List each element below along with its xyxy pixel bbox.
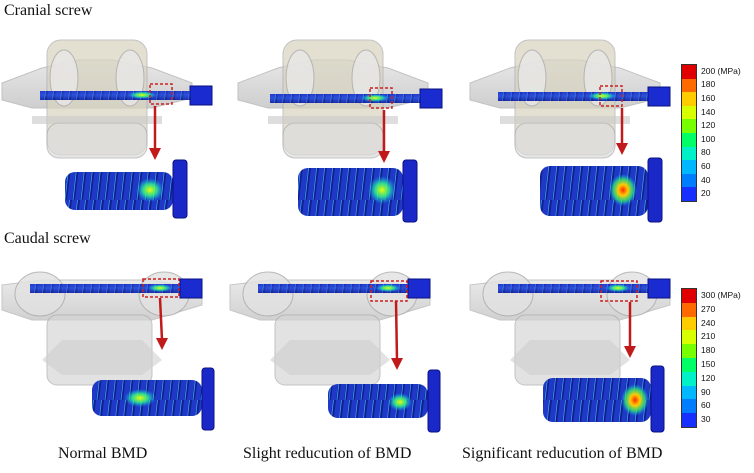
stress-scale-caudal-label: 240 [701,317,716,328]
stress-scale-cranial-label: 100 [701,133,716,144]
stress-scale-cranial-swatch [682,119,696,133]
stress-scale-cranial-label: 80 [701,147,711,158]
stress-scale-cranial-label: 60 [701,161,711,171]
stress-scale-caudal-swatch [682,399,696,414]
stress-scale-caudal-swatch [682,330,696,345]
cranial-closeup-slight [298,159,418,223]
stress-scale-caudal-swatch [682,371,696,386]
cranial-closeup-significant [540,157,663,223]
stress-scale-caudal-swatch [682,385,696,400]
stress-scale-cranial-swatch [682,92,696,106]
stress-scale-caudal-label: 300 (MPa) [701,289,741,300]
stress-scale-cranial-label: 120 [701,120,716,131]
row-title-cranial: Cranial screw [4,2,93,19]
stress-scale-cranial-swatch [682,146,696,161]
stress-scale-cranial-label: 180 [701,79,716,90]
stress-scale-caudal-swatch [682,357,696,372]
stress-scale-caudal-swatch [682,344,696,358]
cranial-model-significant [469,39,671,159]
row-title-caudal: Caudal screw [4,230,91,247]
stress-scale-cranial-swatch [682,78,696,93]
stress-scale-caudal-label: 60 [701,400,711,411]
column-label-slight-reduction: Slight reducution of BMD [243,445,412,462]
cranial-closeup-normal [65,159,188,219]
stress-scale-cranial-swatch [682,105,696,120]
stress-scale-caudal-swatch [682,289,696,303]
caudal-closeup-significant [543,365,665,433]
stress-scale-caudal-label: 180 [701,345,716,356]
stress-scale-caudal-label: 120 [701,372,716,383]
caudal-closeup-normal [92,367,215,431]
stress-scale-cranial-label: 140 [701,106,716,117]
stress-scale-cranial-swatch [682,65,696,79]
stress-scale-caudal-label: 150 [701,358,716,369]
caudal-model-significant [469,271,671,386]
stress-scale-caudal-label: 270 [701,303,716,314]
stress-scale-caudal-swatch [682,302,696,317]
column-label-significant-reduction: Significant reducution of BMD [462,445,663,462]
stress-color-scale-caudal [681,288,697,428]
caudal-model-normal [1,271,203,386]
stress-scale-caudal-label: 30 [701,414,711,425]
cranial-model-slight [237,39,443,163]
stress-scale-cranial-swatch [682,173,696,188]
stress-scale-cranial-swatch [682,132,696,147]
stress-color-scale-cranial [681,64,697,202]
stress-scale-caudal-swatch [682,316,696,331]
stress-scale-cranial-label: 20 [701,188,711,199]
stress-scale-cranial-swatch [682,160,696,174]
cranial-model-normal [1,39,213,160]
stress-scale-caudal-swatch [682,413,696,427]
caudal-closeup-slight [328,369,441,433]
caudal-model-slight [229,271,431,386]
stress-scale-caudal-label: 90 [701,386,711,397]
stress-scale-cranial-label: 160 [701,93,716,103]
stress-scale-cranial-swatch [682,187,696,201]
stress-scale-cranial-label: 200 (MPa) [701,65,741,76]
stress-scale-cranial-label: 40 [701,174,711,185]
column-label-normal-bmd: Normal BMD [58,445,148,462]
stress-scale-caudal-label: 210 [701,331,716,342]
